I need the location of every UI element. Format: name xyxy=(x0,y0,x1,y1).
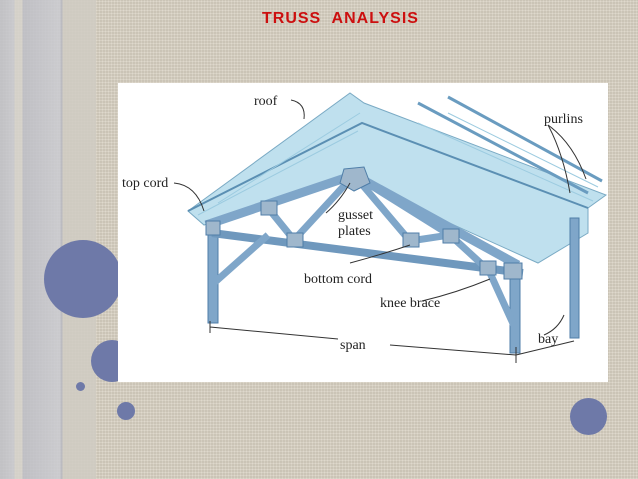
decorative-circle-small-left xyxy=(117,402,135,420)
label-span: span xyxy=(340,338,366,353)
label-roof: roof xyxy=(254,94,278,109)
label-knee-brace: knee brace xyxy=(380,296,440,311)
knee-brace-right xyxy=(486,271,519,330)
span-dimension-line xyxy=(209,321,517,363)
gusset-plates xyxy=(205,166,523,280)
top-cord-left xyxy=(204,170,356,230)
decorative-circle-tiny xyxy=(76,382,85,391)
slide-title: TRUSS ANALYSIS xyxy=(262,10,419,27)
roof-ridge xyxy=(187,121,589,212)
label-bottom-cord: bottom cord xyxy=(304,272,372,287)
column-right xyxy=(569,217,580,339)
decorative-circle-large xyxy=(44,240,122,318)
column-left xyxy=(207,222,219,324)
bay-dimension-line xyxy=(515,340,575,356)
label-purlins: purlins xyxy=(544,112,583,127)
truss-illustration: roof purlins top cord gusset plates bott… xyxy=(122,92,608,363)
truss-diagram: roof purlins top cord gusset plates bott… xyxy=(118,83,608,382)
label-top-cord: top cord xyxy=(122,176,168,191)
purlin-2 xyxy=(447,95,603,183)
knee-brace-left xyxy=(211,232,271,286)
label-plates: plates xyxy=(338,224,371,239)
label-bay: bay xyxy=(538,332,558,347)
left-decorative-band xyxy=(0,0,96,479)
decorative-circle-right xyxy=(570,398,607,435)
purlin-1 xyxy=(417,101,589,195)
label-gusset: gusset xyxy=(338,208,373,223)
